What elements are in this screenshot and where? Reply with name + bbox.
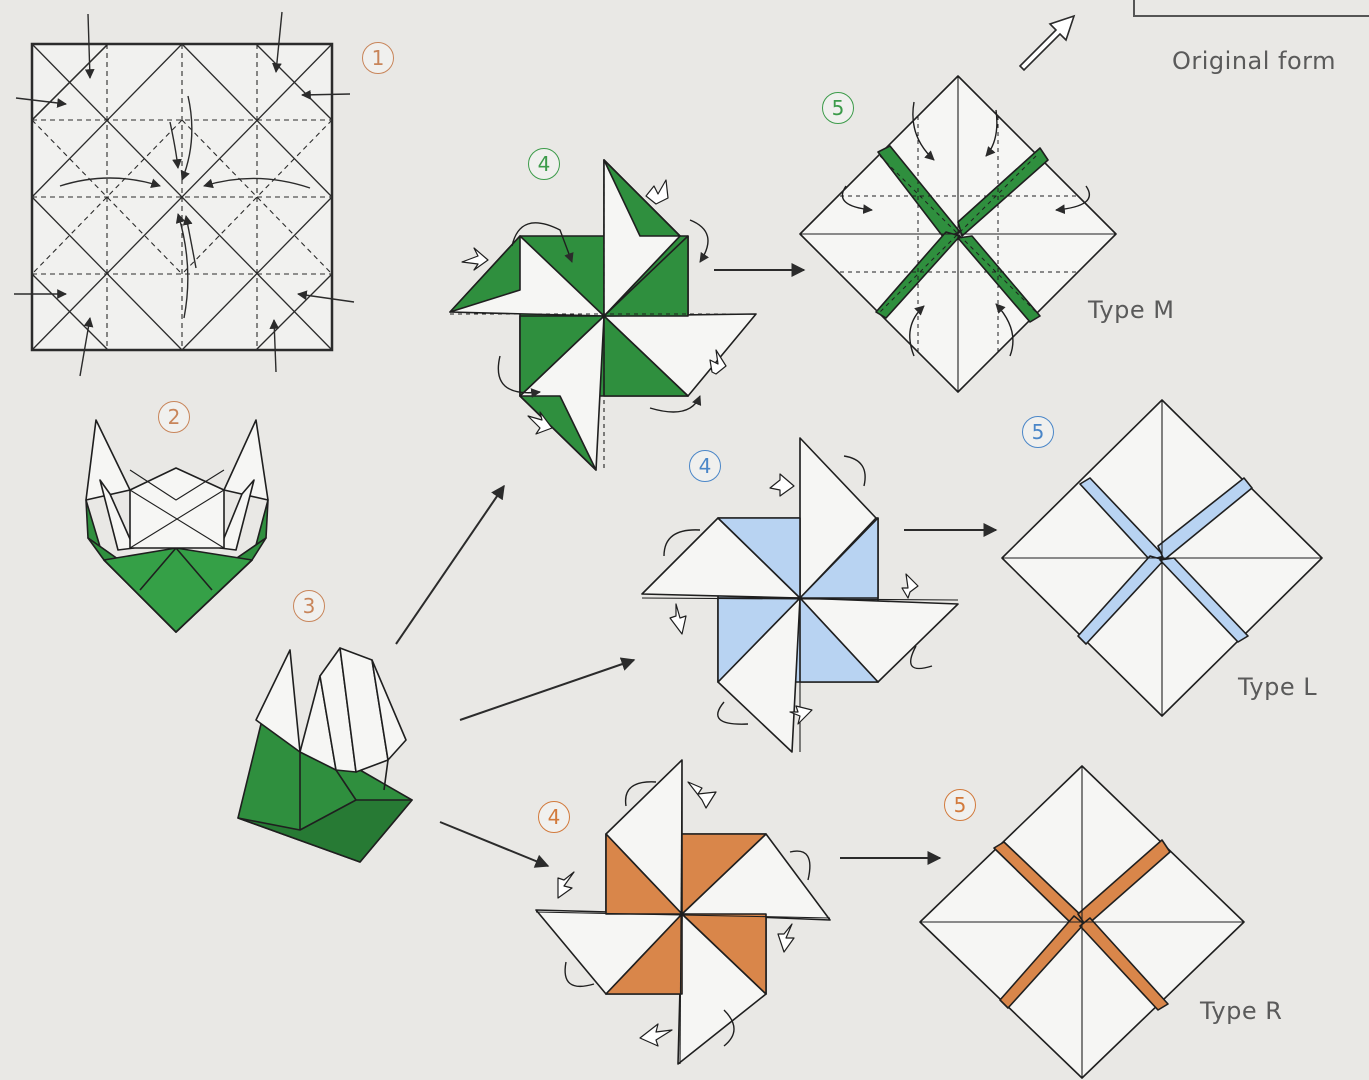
step-number-5-orange: 5: [944, 789, 976, 821]
step-number-5-green: 5: [822, 92, 854, 124]
step-number-1: 1: [362, 42, 394, 74]
step-number-4-orange: 4: [538, 801, 570, 833]
step1-crease-pattern: [14, 12, 354, 376]
step4-orange-figure: [536, 760, 830, 1064]
step-number-2: 2: [158, 401, 190, 433]
original-form-caption: Original form: [1172, 47, 1336, 75]
type-m-label: Type M: [1088, 296, 1174, 324]
step-number-3: 3: [293, 590, 325, 622]
step-number-5-blue: 5: [1022, 416, 1054, 448]
step-number-4-green: 4: [528, 148, 560, 180]
type-l-label: Type L: [1238, 673, 1317, 701]
step4-green-figure: [450, 160, 756, 470]
original-form-hollow-arrow: [1020, 16, 1074, 70]
step-number-4-blue: 4: [689, 450, 721, 482]
type-r-label: Type R: [1200, 997, 1282, 1025]
step4-blue-figure: [642, 438, 958, 752]
original-form-box: [1134, 0, 1369, 16]
step5-type-m-figure: [800, 76, 1116, 392]
step5-type-l-figure: [1002, 400, 1322, 716]
step2-figure: [86, 420, 268, 632]
step3-figure: [238, 648, 412, 862]
